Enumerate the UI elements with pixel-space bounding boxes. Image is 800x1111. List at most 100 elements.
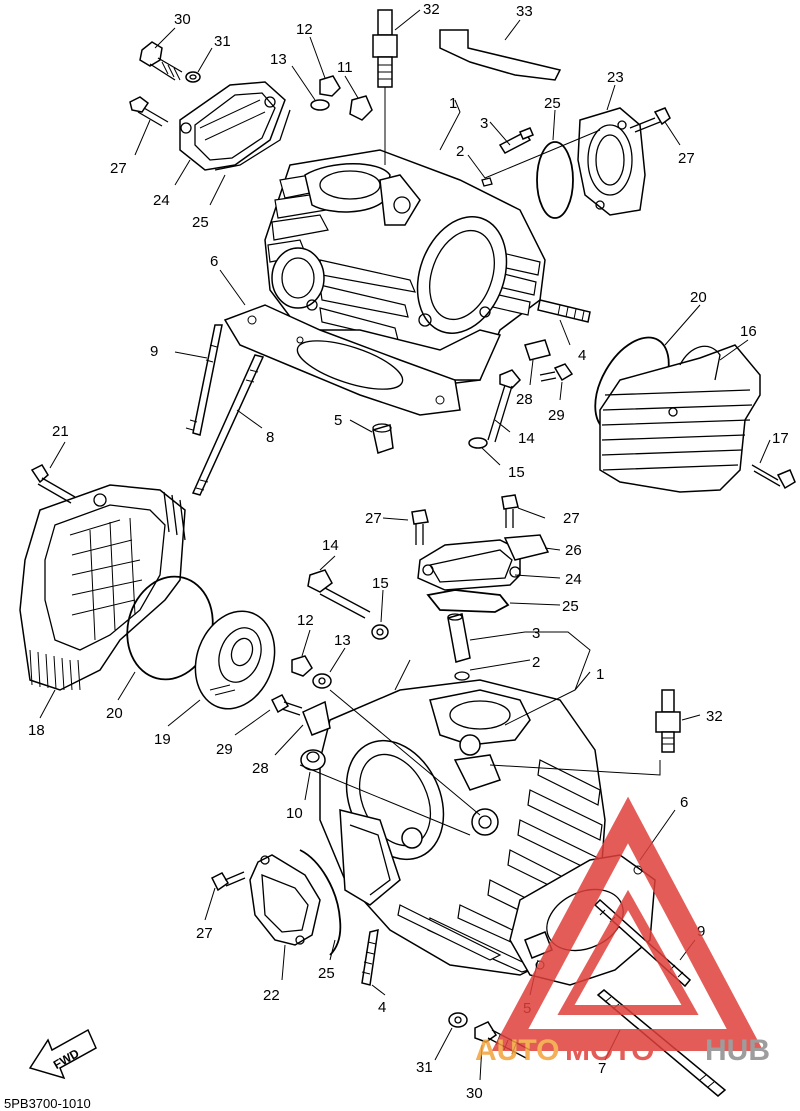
bolt-27-top-left [129,96,169,127]
stud-8-rear [191,354,265,496]
callout-numbers: 30 31 12 13 11 32 33 23 25 27 1 3 2 27 2… [28,1,789,1102]
rear-washer-31 [185,71,201,83]
callout: 30 [174,11,191,28]
stud-4-rear [537,299,591,323]
callout: 3 [532,625,540,642]
callout: 19 [154,731,171,748]
bolt-21 [30,464,76,504]
callout: 9 [697,923,705,940]
callout: 15 [372,575,389,592]
front-cam-gasket-25 [426,589,510,613]
callout: 20 [690,289,707,306]
callout: 24 [153,192,170,209]
callout: 21 [52,423,69,440]
callout: 27 [110,160,127,177]
cover-plate-19 [194,610,276,710]
callout: 31 [416,1059,433,1076]
forward-arrow: FWD [28,1028,97,1080]
callout: 13 [334,632,351,649]
callout: 4 [378,999,386,1016]
watermark-moto: MOTO [565,1034,654,1067]
callout: 7 [598,1060,606,1077]
callout: 24 [565,571,582,588]
callout: 2 [532,654,540,671]
callout: 2 [456,143,464,160]
callout: 4 [578,347,586,364]
callout: 14 [518,430,535,447]
clip-2 [481,177,493,187]
washer-13-front [312,673,332,689]
cap-nut-12 [319,75,341,97]
callout: 12 [296,21,313,38]
rear-cam-gasket [214,109,291,171]
bolt-27-front-b [501,494,519,528]
watermark-triangle-icon [491,796,764,1051]
callout: 6 [210,253,218,270]
callout: 28 [252,760,269,777]
callout: 26 [565,542,582,559]
valve-guide-3-front [447,613,471,663]
bolt-17 [751,464,796,490]
front-side-cover-18 [19,484,186,691]
washer-13 [310,99,330,111]
callout: 11 [337,59,353,76]
bracket-28-front [302,700,331,736]
callout: 25 [318,965,335,982]
washer-15-rear [468,437,488,449]
nut-11 [349,95,373,121]
bolt-29-front [270,694,303,716]
bolt-14-front [307,569,371,619]
rear-cylinder-head [264,149,546,386]
side-cover-22 [249,854,321,946]
callout: 20 [106,705,123,722]
watermark-hub: HUB [705,1034,770,1067]
callout: 17 [772,430,789,447]
watermark-auto: AUTO [475,1034,559,1067]
callout: 25 [544,95,561,112]
callout: 1 [596,666,604,683]
bolt-27-front-a [411,509,429,545]
stud-4-front [361,929,379,986]
callout: 32 [706,708,723,725]
bolt-27-front-c [210,871,246,892]
rear-cam-cover [179,81,286,171]
callout: 18 [28,722,45,739]
rear-shield-plate [439,29,562,81]
callout: 12 [297,612,314,629]
callout: 25 [192,214,209,231]
callout: 30 [466,1085,483,1102]
callout: 22 [263,987,280,1004]
bolt-29 [539,363,574,382]
callout: 28 [516,391,533,408]
callout: 13 [270,51,287,68]
rear-intake-flange-23 [577,107,646,216]
side-gasket-25 [299,849,342,956]
callout: 14 [322,537,339,554]
stud-9-rear [185,324,223,436]
bolt-27-top-right [629,107,671,133]
callout: 9 [150,343,158,360]
rear-head-gasket [223,304,461,416]
callout: 25 [562,598,579,615]
callout: 10 [286,805,303,822]
rear-flange-gasket-25 [536,141,574,219]
callout: 27 [678,150,695,167]
rear-bolt-30 [139,41,183,81]
callout: 33 [516,3,533,20]
fin-cover-16 [599,344,761,493]
callout: 15 [508,464,525,481]
callout: 6 [680,794,688,811]
callout: 27 [563,510,580,527]
bolt-14-rear [487,369,522,443]
bracket-26 [503,534,550,561]
washer-31-front [448,1012,468,1028]
front-spark-plug [655,689,681,753]
callout: 16 [740,323,757,340]
callout: 3 [480,115,488,132]
callout: 29 [216,741,233,758]
callout: 8 [266,429,274,446]
callout: 31 [214,33,231,50]
front-cylinder-head [319,679,606,976]
callout: 32 [423,1,440,18]
